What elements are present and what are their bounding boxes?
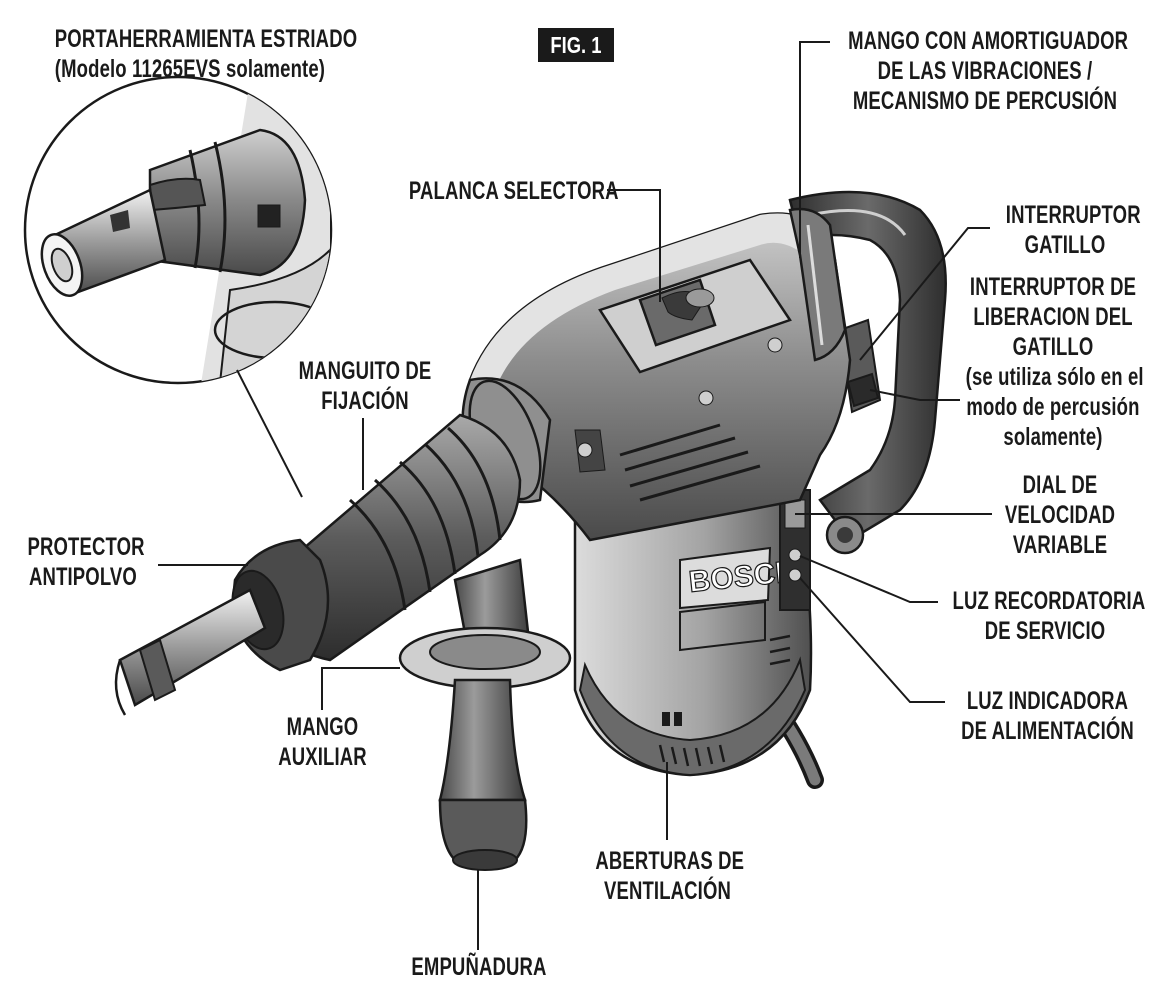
service-reminder-light [788,548,802,562]
label-interruptor-liberacion: INTERRUPTOR DE LIBERACION DEL GATILLO (s… [965,273,1144,451]
trigger-release-switch [846,372,880,408]
label-manguito-fijacion: MANGUITO DE FIJACIÓN [298,357,432,415]
label-dial-velocidad: DIAL DE VELOCIDAD VARIABLE [1004,471,1116,559]
label-mango-amortiguador: MANGO CON AMORTIGUADOR DE LAS VIBRACIONE… [848,27,1129,115]
drill-bit [118,588,267,707]
inset-connector [236,369,303,498]
rear-handle [788,190,947,542]
ventilation-openings [658,634,791,767]
vibration-damping-handle [788,207,847,362]
auxiliary-handle [438,678,527,802]
leader-lines [158,41,992,950]
inset-circle [23,75,333,385]
label-protector-antipolvo: PROTECTOR ANTIPOLVO [27,533,145,591]
label-empunadura: EMPUÑADURA [411,953,547,981]
label-palanca-selectora: PALANCA SELECTORA [408,177,619,205]
power-indicator-light [788,568,802,582]
label-interruptor-gatillo: INTERRUPTOR GATILLO [1005,201,1141,259]
label-luz-indicadora: LUZ INDICADORA DE ALIMENTACIÓN [961,687,1134,745]
label-portaherramienta: PORTAHERRAMIENTA ESTRIADO (Modelo 11265E… [54,25,358,83]
label-luz-recordatoria: LUZ RECORDATORIA DE SERVICIO [952,587,1146,645]
label-aberturas-ventilacion: ABERTURAS DE VENTILACIÓN [595,847,745,905]
label-mango-auxiliar: MANGO AUXILIAR [278,713,367,771]
figure-badge: FIG. 1 [538,28,614,62]
